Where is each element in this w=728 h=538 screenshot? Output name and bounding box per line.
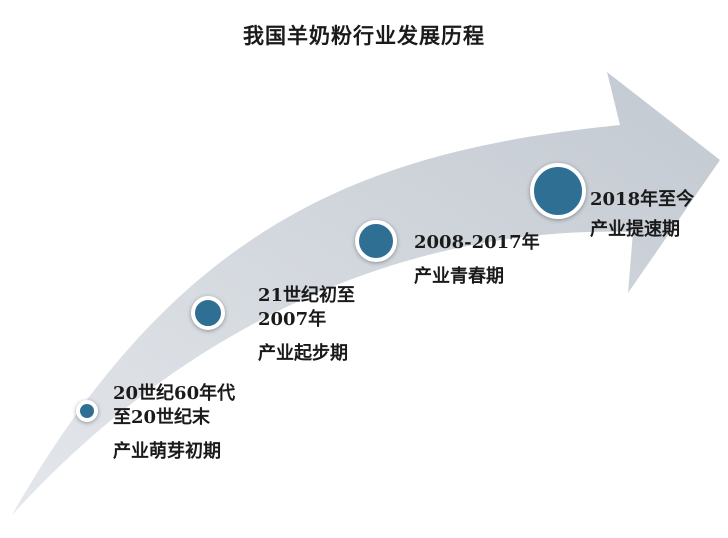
- stage-3-label: 2008-2017年 产业青春期: [414, 231, 540, 289]
- stage-1-period-line1: 20世纪60年代: [113, 383, 236, 404]
- stage-4-marker: [530, 163, 586, 219]
- stage-3-period-line1: 2008-2017年: [414, 232, 540, 253]
- stage-4-phase: 产业提速期: [590, 219, 680, 240]
- stage-3-marker: [355, 220, 397, 262]
- diagram-title: 我国羊奶粉行业发展历程: [243, 23, 485, 48]
- stage-4-period-line1: 2018年至今: [590, 189, 695, 210]
- stage-1-label: 20世纪60年代 至20世纪末 产业萌芽初期: [113, 382, 235, 464]
- stage-3-phase: 产业青春期: [414, 266, 504, 287]
- stage-4-label: 2018年至今 产业提速期: [590, 188, 694, 242]
- stage-2-label: 21世纪初至 2007年 产业起步期: [258, 284, 355, 366]
- stage-2-period-line2: 2007年: [258, 309, 327, 330]
- stage-1-phase: 产业萌芽初期: [113, 441, 221, 462]
- stage-1-period-line2: 至20世纪末: [113, 407, 211, 428]
- stage-2-period-line1: 21世纪初至: [258, 285, 356, 306]
- stage-2-phase: 产业起步期: [258, 343, 348, 364]
- stage-1-marker: [76, 400, 98, 422]
- stage-2-marker: [191, 296, 225, 330]
